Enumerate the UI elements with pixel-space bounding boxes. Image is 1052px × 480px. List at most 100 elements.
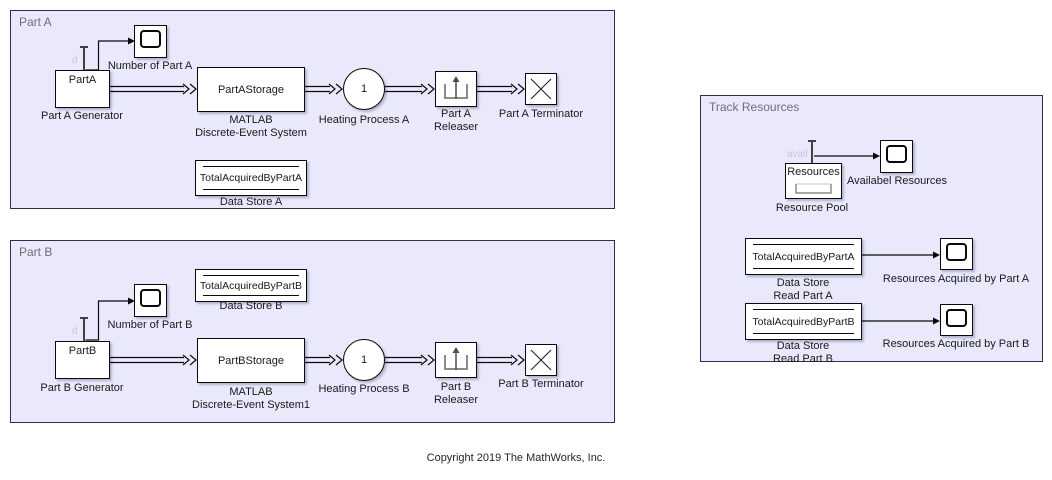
- label-line: Data Store: [776, 277, 830, 289]
- block-label: Part A Releaser: [434, 108, 478, 134]
- copyright-text: Copyright 2019 The MathWorks, Inc.: [426, 452, 606, 464]
- area-title: Part B: [19, 245, 53, 259]
- part-a-storage-block[interactable]: PartAStorage: [197, 67, 305, 112]
- data-store-read-part-b-block[interactable]: TotalAcquiredByPartB: [745, 303, 862, 340]
- terminator-x-icon: [530, 78, 552, 100]
- label-line: Releaser: [433, 394, 479, 406]
- signal-wire[interactable]: [862, 315, 940, 327]
- scope-screen-icon: [140, 289, 161, 307]
- block-label: Data Store A: [219, 196, 283, 208]
- entity-connector[interactable]: [385, 83, 435, 95]
- resources-acquired-a-scope-block[interactable]: [940, 238, 973, 270]
- block-text: PartAStorage: [217, 83, 285, 96]
- number-of-part-a-scope-block[interactable]: [134, 25, 167, 58]
- block-label: Resources Acquired by Part B: [882, 338, 1030, 350]
- entity-connector[interactable]: [385, 354, 435, 366]
- number-of-part-b-scope-block[interactable]: [134, 284, 167, 317]
- block-label: Resource Pool: [775, 202, 849, 214]
- label-line: Data Store: [776, 340, 830, 352]
- block-label: Number of Part A: [107, 60, 193, 72]
- label-line: Part A: [441, 108, 471, 120]
- part-b-releaser-block[interactable]: [435, 342, 477, 378]
- datastore-line-icon: [753, 309, 854, 310]
- datastore-line-icon: [203, 295, 299, 296]
- data-store-read-part-a-block[interactable]: TotalAcquiredByPartA: [745, 238, 862, 275]
- block-text: PartA: [68, 74, 97, 86]
- signal-tap-icon[interactable]: [808, 140, 816, 163]
- block-label: Part A Generator: [41, 110, 123, 122]
- resources-acquired-b-scope-block[interactable]: [940, 304, 973, 336]
- part-a-terminator-block[interactable]: [525, 73, 557, 105]
- signal-tap-icon[interactable]: [80, 317, 88, 341]
- release-arrow-icon: [444, 347, 468, 370]
- label-line: Read Part B: [773, 353, 833, 365]
- datastore-line-icon: [203, 166, 299, 167]
- block-label: Data Store B: [219, 300, 283, 312]
- scope-screen-icon: [886, 145, 907, 163]
- block-label: Number of Part B: [107, 319, 193, 331]
- datastore-line-icon: [753, 268, 854, 269]
- signal-wire[interactable]: [84, 33, 136, 73]
- heating-process-a-block[interactable]: 1: [343, 68, 385, 110]
- block-label: Heating Process A: [318, 114, 410, 126]
- part-b-storage-block[interactable]: PartBStorage: [197, 338, 305, 383]
- datastore-line-icon: [203, 275, 299, 276]
- scope-screen-icon: [946, 243, 967, 261]
- terminator-x-icon: [530, 349, 552, 371]
- entity-connector[interactable]: [477, 354, 525, 366]
- area-title: Track Resources: [709, 100, 800, 114]
- resource-pool-icon: [795, 183, 832, 194]
- data-store-b-block[interactable]: TotalAcquiredByPartB: [195, 269, 307, 302]
- entity-connector[interactable]: [110, 83, 197, 95]
- label-line: Discrete-Event System: [195, 127, 307, 139]
- label-line: Discrete-Event System1: [192, 399, 310, 411]
- part-b-terminator-block[interactable]: [525, 344, 557, 376]
- block-text: TotalAcquiredByPartB: [199, 279, 303, 292]
- part-b-area[interactable]: Part B: [10, 240, 615, 423]
- block-label: Data Store Read Part A: [773, 277, 832, 303]
- data-store-a-block[interactable]: TotalAcquiredByPartA: [195, 160, 307, 196]
- signal-tap-icon[interactable]: [80, 46, 88, 70]
- entity-connector[interactable]: [110, 354, 197, 366]
- block-text: TotalAcquiredByPartB: [752, 315, 855, 328]
- block-label: Part B Terminator: [498, 378, 584, 390]
- block-label: Part B Generator: [40, 382, 124, 394]
- signal-wire[interactable]: [862, 249, 940, 261]
- block-label: Heating Process B: [318, 383, 410, 395]
- block-text: PartBStorage: [217, 354, 285, 367]
- heating-process-b-block[interactable]: 1: [343, 339, 385, 381]
- scope-screen-icon: [946, 309, 967, 327]
- entity-connector[interactable]: [305, 354, 343, 366]
- release-arrow-icon: [444, 76, 468, 99]
- block-label: MATLAB Discrete-Event System1: [192, 386, 310, 412]
- part-b-generator-block[interactable]: PartB: [55, 341, 110, 379]
- entity-connector[interactable]: [305, 83, 343, 95]
- block-label: Resources Acquired by Part A: [882, 273, 1030, 285]
- label-line: MATLAB: [229, 386, 273, 398]
- block-label: MATLAB Discrete-Event System: [195, 114, 307, 140]
- datastore-line-icon: [753, 333, 854, 334]
- label-line: Releaser: [433, 121, 479, 133]
- resource-pool-block[interactable]: Resources: [785, 163, 842, 199]
- label-line: Part B: [440, 381, 472, 393]
- part-a-area[interactable]: Part A: [10, 10, 615, 209]
- datastore-line-icon: [203, 189, 299, 190]
- area-title: Part A: [19, 15, 52, 29]
- part-a-generator-block[interactable]: PartA: [55, 70, 110, 108]
- signal-wire[interactable]: [813, 150, 880, 162]
- block-text: 1: [360, 354, 368, 366]
- entity-connector[interactable]: [477, 83, 525, 95]
- block-label: Availabel Resources: [846, 175, 948, 187]
- part-a-releaser-block[interactable]: [435, 71, 477, 107]
- block-label: Part B Releaser: [434, 381, 478, 407]
- tap-label: avail: [787, 149, 808, 160]
- block-text: 1: [360, 83, 368, 95]
- label-line: Read Part A: [773, 290, 833, 302]
- signal-wire[interactable]: [84, 293, 136, 341]
- block-text: PartB: [68, 345, 97, 357]
- block-label: Part A Terminator: [498, 108, 584, 120]
- availabel-resources-scope-block[interactable]: [880, 140, 913, 173]
- label-line: MATLAB: [229, 114, 273, 126]
- scope-screen-icon: [140, 30, 161, 48]
